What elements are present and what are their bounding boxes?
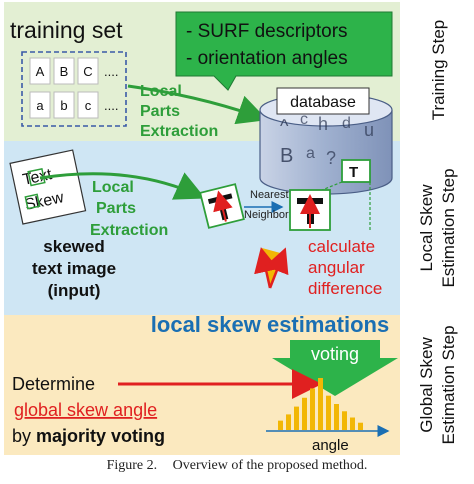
by-text: by [12, 426, 36, 446]
db-patch-large [289, 189, 331, 231]
database-label: database [290, 94, 356, 111]
descriptor-callout: - SURF descriptors - orientation angles [175, 11, 393, 91]
input-caption-line-2: text image [32, 259, 116, 278]
angular-difference-label: calculate angular difference [308, 237, 382, 298]
grid-letter: A [36, 64, 45, 79]
svg-text:B: B [280, 145, 293, 167]
nn-label-2: Neighbor [244, 209, 289, 221]
training-extraction-label: Local Parts Extraction [140, 83, 218, 140]
grid-letter: .... [104, 98, 118, 113]
input-skewed-image: Text Skew [9, 149, 87, 225]
svg-text:u: u [364, 120, 374, 140]
histogram-bar [310, 388, 315, 430]
local-step-line-2: Estimation Step [439, 168, 458, 287]
voting-label: voting [311, 344, 359, 364]
histogram-bar [302, 397, 307, 430]
local-step-caption: Local Skew Estimation Step [417, 168, 458, 287]
histogram-bar [334, 404, 339, 430]
global-step-line-2: Estimation Step [439, 325, 458, 444]
histogram-bar [318, 378, 323, 430]
figure-caption: Figure 2. Overview of the proposed metho… [0, 458, 474, 474]
histogram-bar [342, 411, 347, 430]
input-caption-line-1: skewed [43, 237, 104, 256]
query-patch [199, 183, 245, 229]
grid-letter: .... [104, 64, 118, 79]
local-extract-word-3: Extraction [90, 222, 168, 239]
figure-number: Figure 2. [106, 458, 158, 473]
local-extract-word-1: Local [92, 179, 134, 196]
figure-caption-text: Overview of the proposed method. [172, 458, 368, 473]
local-extract-word-2: Parts [96, 200, 136, 217]
svg-text:c: c [300, 111, 308, 128]
histogram-axis-label: angle [312, 437, 349, 454]
training-set-title: training set [10, 17, 123, 43]
grid-letter: a [36, 98, 44, 113]
local-step-line-1: Local Skew [417, 184, 436, 272]
callout-line-2: - orientation angles [186, 48, 348, 69]
grid-cell [77, 57, 99, 85]
grid-cell [53, 57, 75, 85]
grid-cell [77, 91, 99, 119]
svg-text:h: h [318, 114, 328, 134]
grid-cell [29, 57, 51, 85]
histogram-bar [286, 414, 291, 430]
angular-line-2: angular [308, 258, 365, 277]
histogram-bar [294, 406, 299, 430]
local-extraction-label: Local Parts Extraction [90, 179, 168, 239]
nn-label-1: Nearest [250, 189, 289, 201]
input-caption: skewed text image (input) [32, 237, 116, 300]
histogram-bar [358, 422, 363, 430]
voting-arrow: voting [272, 340, 398, 396]
db-patch-small: T [341, 159, 371, 183]
angular-difference-symbol [254, 247, 289, 289]
local-estimations-label: local skew estimations [151, 312, 389, 337]
grid-letter: C [83, 64, 92, 79]
svg-text:?: ? [326, 148, 336, 168]
angular-line-3: difference [308, 279, 382, 298]
input-caption-line-3: (input) [48, 281, 101, 300]
grid-letter: c [85, 98, 92, 113]
angle-histogram [278, 378, 363, 430]
global-skew-angle-text: global skew angle [14, 400, 157, 420]
histogram-bar [278, 420, 283, 430]
majority-voting-line: by majority voting [12, 426, 165, 446]
grid-letter: b [60, 98, 67, 113]
train-extract-word-3: Extraction [140, 123, 218, 140]
determine-text: Determine [12, 374, 95, 394]
train-extract-word-2: Parts [140, 103, 180, 120]
callout-line-1: - SURF descriptors [186, 21, 348, 42]
grid-cell [53, 91, 75, 119]
training-arrow [127, 84, 268, 125]
grid-letter: B [60, 64, 69, 79]
grid-cell [29, 91, 51, 119]
angular-line-1: calculate [308, 237, 375, 256]
global-step-caption: Global Skew Estimation Step [417, 325, 458, 444]
svg-text:a: a [306, 145, 315, 162]
global-step-line-1: Global Skew [417, 337, 436, 433]
majority-text: majority voting [36, 426, 165, 446]
training-step-caption: Training Step [429, 20, 448, 120]
svg-text:^: ^ [280, 116, 289, 136]
histogram-bar [350, 417, 355, 430]
local-arrow [39, 172, 206, 200]
database-label-box [276, 87, 370, 115]
svg-text:d: d [342, 115, 351, 132]
histogram-bar [326, 395, 331, 430]
svg-text:T: T [349, 164, 358, 181]
